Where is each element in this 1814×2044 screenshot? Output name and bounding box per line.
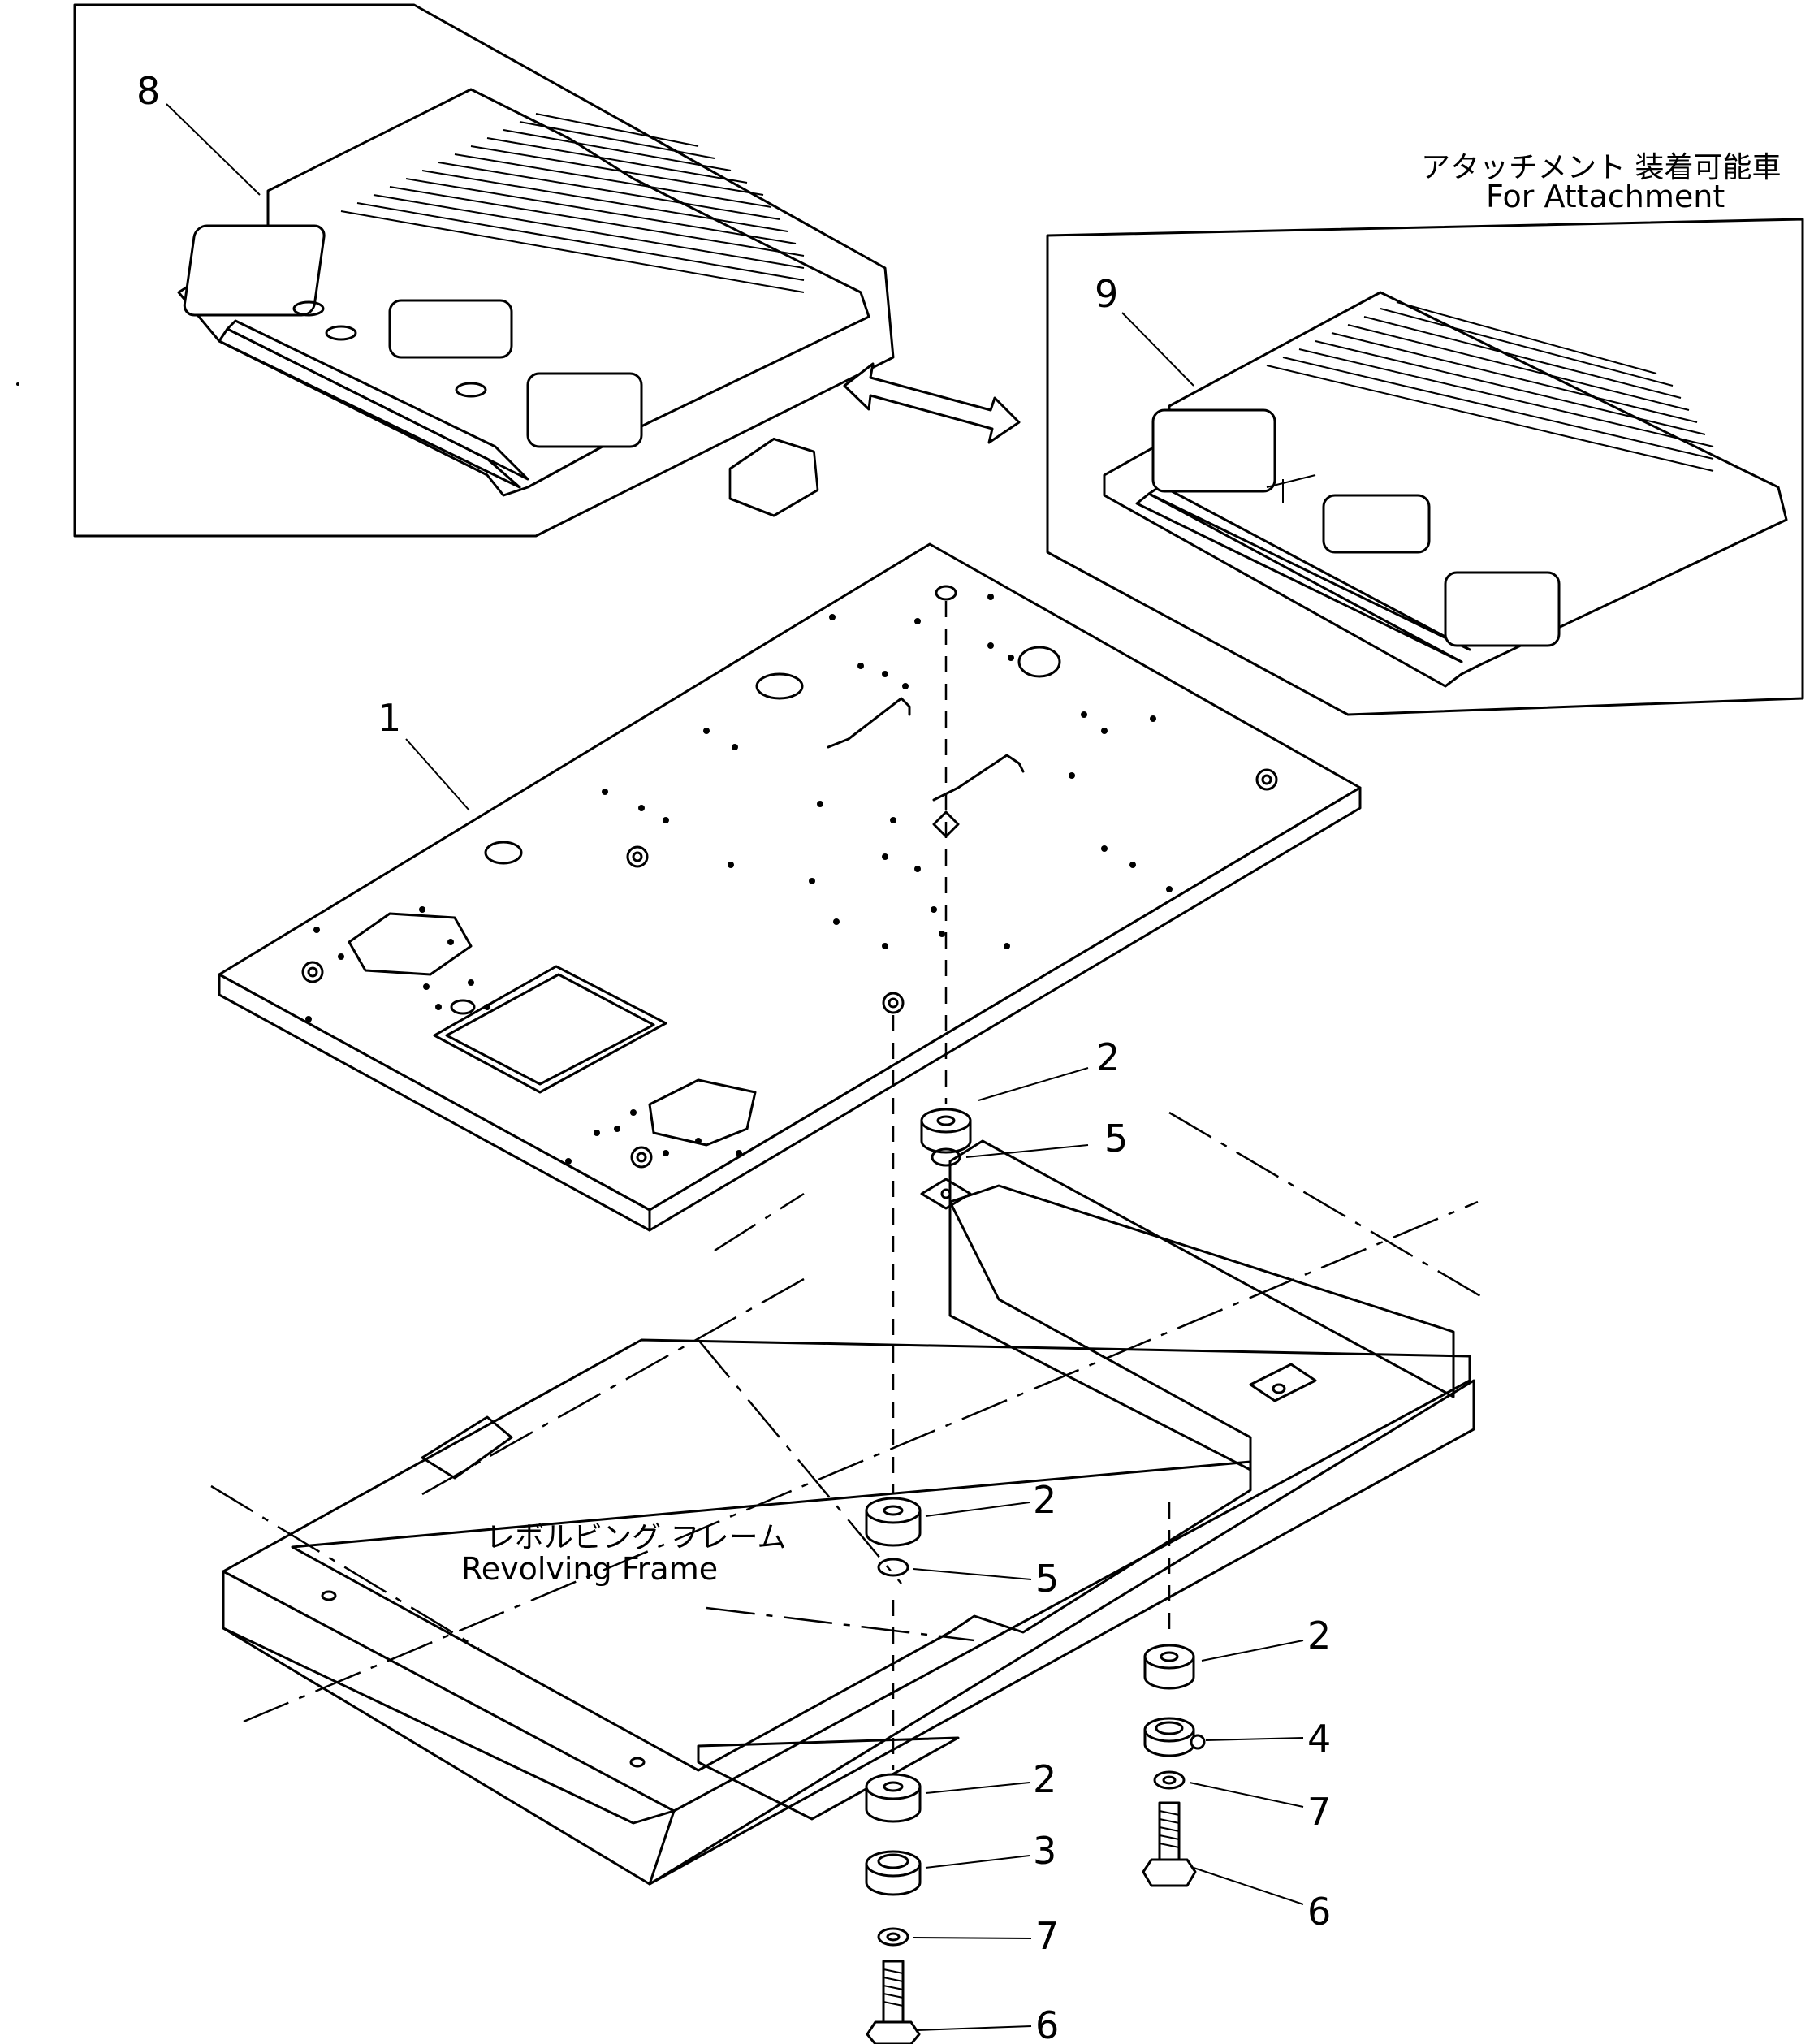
callout-2-mid: 2: [1033, 1478, 1056, 1522]
callout-9: 9: [1095, 272, 1118, 316]
interchange-arrow: [843, 362, 1021, 444]
callout-8: 8: [136, 69, 160, 113]
callout-5-upper: 5: [1104, 1117, 1128, 1160]
callout-6-low: 6: [1035, 2003, 1059, 2044]
floor-plate-1: 1: [218, 437, 1362, 1232]
callout-2-low: 2: [1033, 1757, 1056, 1801]
callout-4: 4: [1307, 1717, 1331, 1761]
frame-label-en: Revolving Frame: [461, 1551, 718, 1587]
mounting-holes: [305, 594, 1173, 1165]
inset-floor-mat-8: 8: [73, 3, 895, 538]
callout-1: 1: [378, 696, 401, 740]
attachment-label-en: For Attachment: [1486, 179, 1725, 214]
callout-7-rear: 7: [1307, 1790, 1331, 1834]
callout-2-rear: 2: [1307, 1614, 1331, 1657]
revolving-frame: レボルビング フレーム Revolving Frame: [210, 1111, 1487, 1886]
bolt-bosses: [301, 768, 1278, 1169]
hardware-rear-stack: 2 4 7 6: [1142, 1614, 1331, 1934]
attachment-label-jp: アタッチメント 装着可能車: [1421, 151, 1781, 184]
stray-mark: [16, 382, 19, 386]
hardware-left-stack: 2 5 2 3 7 6: [865, 1478, 1059, 2044]
callout-5-mid: 5: [1035, 1557, 1059, 1601]
callout-3: 3: [1033, 1829, 1056, 1873]
callout-6-rear: 6: [1307, 1890, 1331, 1934]
hardware-upper-stack: 2 5: [920, 1035, 1128, 1210]
inset-floor-mat-9: アタッチメント 装着可能車 For Attachment 9: [1046, 151, 1804, 716]
callout-7-low: 7: [1035, 1914, 1059, 1958]
frame-label-jp: レボルビング フレーム: [486, 1521, 786, 1554]
callout-2-upper: 2: [1096, 1035, 1120, 1079]
